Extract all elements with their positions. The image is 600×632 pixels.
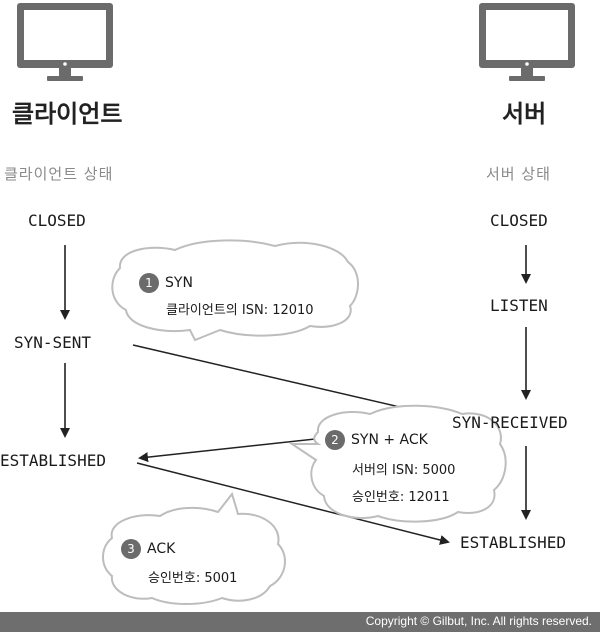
server-state-established: ESTABLISHED <box>460 533 566 552</box>
message-2-title: SYN + ACK <box>351 432 428 448</box>
server-state-syn-received: SYN-RECEIVED <box>452 413 568 432</box>
message-number-badge: 1 <box>139 273 159 293</box>
server-label: 서버 <box>502 100 547 128</box>
server-monitor-icon <box>479 3 575 81</box>
client-state-title: 클라이언트 상태 <box>4 165 114 183</box>
footer-bar: Copyright © Gilbut, Inc. All rights rese… <box>0 612 600 632</box>
client-state-syn-sent: SYN-SENT <box>14 333 92 352</box>
ack-arrow <box>136 462 450 545</box>
message-bubble-3 <box>102 491 286 605</box>
server-state-title: 서버 상태 <box>486 165 551 183</box>
message-2-line-1: 서버의 ISN: 5000 <box>352 463 456 478</box>
message-number-badge: 2 <box>325 430 345 450</box>
message-1-title: SYN <box>165 275 193 291</box>
server-state-closed: CLOSED <box>490 211 548 230</box>
client-state-closed: CLOSED <box>28 211 86 230</box>
message-1-line-1: 클라이언트의 ISN: 12010 <box>166 303 314 318</box>
syn-arrow <box>132 344 449 422</box>
message-bubble-2 <box>288 404 507 523</box>
client-label: 클라이언트 <box>12 100 123 128</box>
server-state-listen: LISTEN <box>490 296 548 315</box>
message-2-line-2: 승인번호: 12011 <box>352 490 450 505</box>
message-number-badge: 3 <box>121 539 141 559</box>
diagram-canvas <box>17 3 575 605</box>
message-3-title: ACK <box>147 541 176 557</box>
message-3-line-1: 승인번호: 5001 <box>148 571 238 586</box>
copyright-text: Copyright © Gilbut, Inc. All rights rese… <box>365 614 592 628</box>
client-state-established: ESTABLISHED <box>0 451 106 470</box>
client-monitor-icon <box>17 3 113 81</box>
message-bubble-1 <box>111 239 359 342</box>
